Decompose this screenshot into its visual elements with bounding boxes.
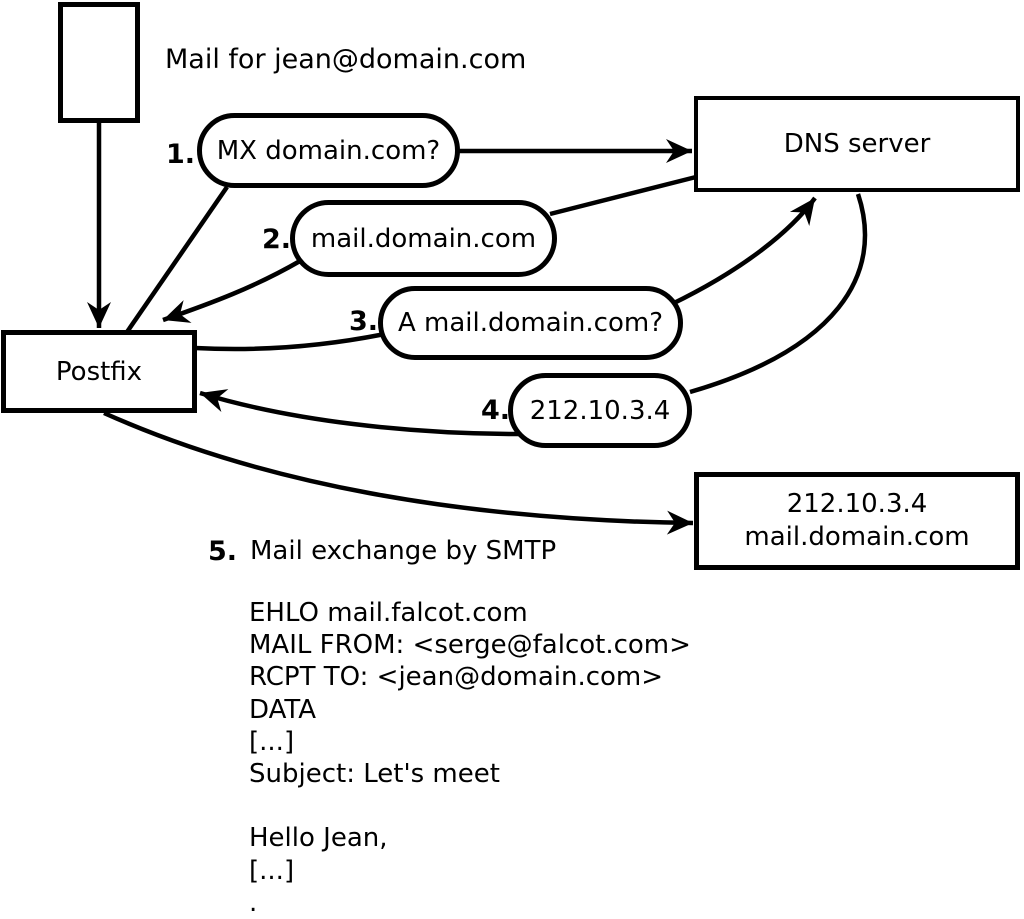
step-number-4: 4. [481,395,511,426]
step-number-5: 5. [208,536,238,567]
line-postfix-to-mx-query [125,185,229,334]
bubble-a-query-label: A mail.domain.com? [398,308,663,338]
line-dns-to-ip-answer [689,193,868,395]
smtp-step-label: Mail exchange by SMTP [250,536,557,566]
bubble-a-query: A mail.domain.com? [378,286,683,360]
bubble-mx-query-label: MX domain.com? [216,135,441,166]
bubble-mx-answer-label: mail.domain.com [310,223,537,254]
arrow-ip-answer-to-postfix [199,389,521,437]
bubble-ip-answer-label: 212.10.3.4 [529,395,671,426]
smtp-transcript: EHLO mail.falcot.com MAIL FROM: <serge@f… [249,598,691,918]
step-number-1: 1. [166,139,196,170]
arrow-a-query-to-dns [671,196,817,307]
dns-server-node: DNS server [694,96,1020,192]
postfix-node: Postfix [1,330,197,413]
mail-server-node: 212.10.3.4 mail.domain.com [694,472,1020,570]
step-number-3: 3. [349,306,379,337]
mail-server-hostname: mail.domain.com [744,522,970,552]
bubble-mx-answer: mail.domain.com [290,200,557,277]
mail-server-ip: 212.10.3.4 [786,489,928,519]
postfix-label: Postfix [55,356,143,387]
step-number-2: 2. [262,224,292,255]
line-dns-to-mx-answer [549,174,697,217]
bubble-mx-query: MX domain.com? [197,113,460,188]
dns-server-label: DNS server [783,129,931,159]
letter-icon [58,2,140,123]
mail-for-note: Mail for jean@domain.com [165,44,527,75]
bubble-ip-answer: 212.10.3.4 [508,373,692,448]
arrow-postfix-to-mailserver [103,410,694,535]
line-postfix-to-a-query [194,331,386,352]
arrow-mx-answer-to-postfix [162,259,302,323]
